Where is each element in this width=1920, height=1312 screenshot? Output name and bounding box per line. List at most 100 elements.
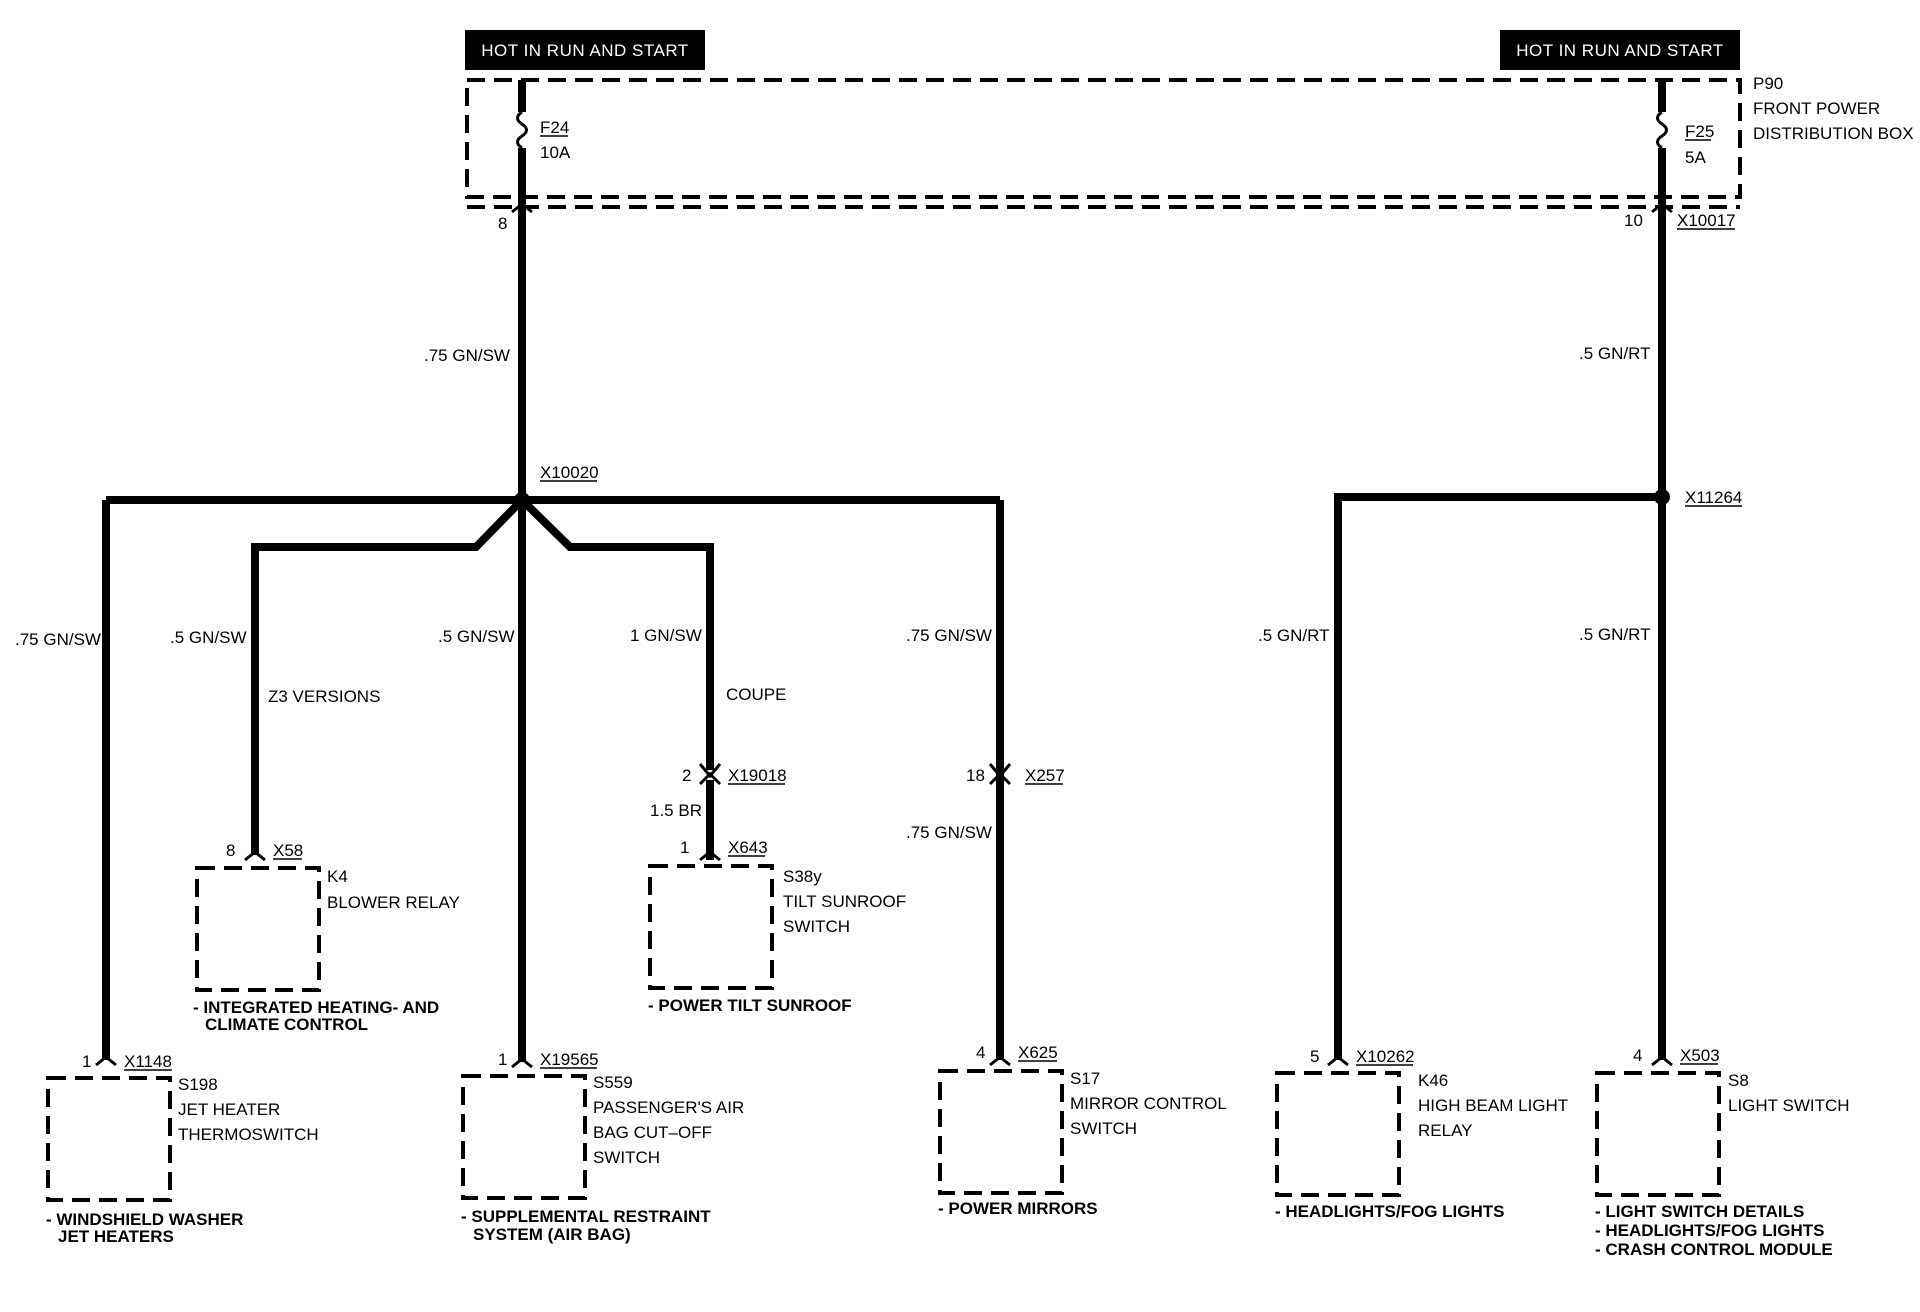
s8-name-1: LIGHT SWITCH [1728,1096,1850,1115]
s38y-wire2: 1.5 BR [650,801,702,820]
k46-id: K46 [1418,1071,1448,1090]
s38y-connector: X643 [728,838,768,857]
k4-id: K4 [327,867,348,886]
fuse-f25-id: F25 [1685,122,1714,141]
fuse-f24-symbol [516,110,528,150]
s559-name-3: SWITCH [593,1148,660,1167]
s38y-id: S38y [783,867,822,886]
fuse-f24: F24 10A [516,80,571,207]
distribution-box-name-1: FRONT POWER [1753,99,1880,118]
banner-right-text: HOT IN RUN AND START [1516,41,1723,60]
branch-blower-wire [251,497,525,855]
s8-ref-1: - LIGHT SWITCH DETAILS [1595,1202,1804,1221]
component-k46-high-beam-relay: 5 X10262 K46 HIGH BEAM LIGHT RELAY - HEA… [1275,1047,1568,1221]
banner-left: HOT IN RUN AND START [465,30,705,70]
s559-ref-2: SYSTEM (AIR BAG) [473,1225,631,1244]
k46-name-1: HIGH BEAM LIGHT [1418,1096,1568,1115]
x257-pin: 18 [966,766,985,785]
branch-airbag-wire-label: .5 GN/SW [438,627,515,646]
banner-left-bg [465,30,705,70]
branch-highbeam-wire-label: .5 GN/RT [1258,626,1329,645]
fuse-f25: F25 5A [1656,80,1714,207]
component-s559-airbag-cutoff-switch: 1 X19565 S559 PASSENGER'S AIR BAG CUT–OF… [461,1050,744,1244]
branch-lightswitch-wire-label: .5 GN/RT [1579,625,1650,644]
k46-outline [1275,1071,1401,1197]
splice-x10020-label: X10020 [540,463,599,482]
right-feed-connector: X10017 [1677,211,1736,230]
s38y-pin: 1 [680,838,689,857]
k46-ref-1: - HEADLIGHTS/FOG LIGHTS [1275,1202,1505,1221]
banner-left-text: HOT IN RUN AND START [481,41,688,60]
s198-connector: X1148 [124,1052,172,1071]
branch-blower-wire-label: .5 GN/SW [170,628,247,647]
s559-ref-1: - SUPPLEMENTAL RESTRAINT [461,1207,711,1226]
k4-outline [195,866,321,992]
k4-ref-1: - INTEGRATED HEATING- AND [193,998,439,1017]
fuse-f25-rating: 5A [1685,148,1706,167]
k46-connector: X10262 [1356,1047,1415,1066]
k46-name-2: RELAY [1418,1121,1473,1140]
s38y-name-1: TILT SUNROOF [783,892,906,911]
s17-outline [938,1069,1064,1195]
component-s8-light-switch: 4 X503 S8 LIGHT SWITCH - LIGHT SWITCH DE… [1595,1046,1850,1259]
component-s38y-sunroof-switch: 2 X19018 1.5 BR 1 X643 S38y TILT SUNROOF… [648,763,906,1015]
component-k4-blower-relay: 8 X58 K4 BLOWER RELAY - INTEGRATED HEATI… [193,841,460,1034]
s198-name-2: THERMOSWITCH [178,1125,319,1144]
branch-sunroof-wire-label: 1 GN/SW [630,626,702,645]
mirror-wire2: .75 GN/SW [906,823,992,842]
s559-name-1: PASSENGER'S AIR [593,1098,744,1117]
branch-sunroof-wire [519,497,714,770]
branch-mirror-wire-label: .75 GN/SW [906,626,992,645]
distribution-box-id: P90 [1753,74,1783,93]
fuse-f25-symbol [1656,110,1668,150]
s38y-ref-1: - POWER TILT SUNROOF [648,996,852,1015]
k4-connector: X58 [273,841,303,860]
s8-ref-2: - HEADLIGHTS/FOG LIGHTS [1595,1221,1825,1240]
splice-x11264-label: X11264 [1685,488,1742,507]
branch-highbeam-wire [1334,493,1662,1060]
branch-sunroof-note: COUPE [726,685,786,704]
s198-ref-1: - WINDSHIELD WASHER [46,1210,243,1229]
s8-connector: X503 [1680,1046,1720,1065]
left-feed-wire [511,202,533,500]
k4-ref-2: CLIMATE CONTROL [205,1015,368,1034]
s38y-inline-connector: X19018 [728,766,787,785]
s8-id: S8 [1728,1071,1749,1090]
k4-pin: 8 [226,841,235,860]
component-s198-jet-heater-thermoswitch: 1 X1148 S198 JET HEATER THERMOSWITCH - W… [46,1052,319,1246]
branch-blower-note: Z3 VERSIONS [268,687,380,706]
x257-connector: X257 [1025,766,1065,785]
right-feed-wire [1651,202,1673,1060]
s38y-name-2: SWITCH [783,917,850,936]
s8-ref-3: - CRASH CONTROL MODULE [1595,1240,1833,1259]
s17-id: S17 [1070,1069,1100,1088]
fuse-f24-id: F24 [540,118,569,137]
distribution-box-outline [465,78,1742,199]
s559-name-2: BAG CUT–OFF [593,1123,712,1142]
distribution-box-name-2: DISTRIBUTION BOX [1753,124,1914,143]
branch-jet-heater-wire-label: .75 GN/SW [15,630,101,649]
splice-x11264: X11264 [1654,488,1742,507]
s198-pin: 1 [82,1052,91,1071]
s559-pin: 1 [498,1050,507,1069]
s559-id: S559 [593,1073,633,1092]
s198-id: S198 [178,1075,218,1094]
s38y-outline [648,864,774,990]
s17-name-2: SWITCH [1070,1119,1137,1138]
s559-connector: X19565 [540,1050,599,1069]
s8-pin: 4 [1633,1046,1642,1065]
s17-connector: X625 [1018,1043,1058,1062]
banner-right-bg [1500,30,1740,70]
s559-outline [461,1074,587,1200]
s198-name-1: JET HEATER [178,1100,280,1119]
right-feed-wire-label: .5 GN/RT [1579,344,1650,363]
connector-x257: 18 X257 .75 GN/SW [906,763,1065,842]
component-s17-mirror-control-switch: 4 X625 S17 MIRROR CONTROL SWITCH - POWER… [938,1043,1227,1218]
left-feed-pin: 8 [498,214,507,233]
s8-outline [1595,1071,1721,1197]
s198-ref-2: JET HEATERS [58,1227,174,1246]
banner-right: HOT IN RUN AND START [1500,30,1740,70]
right-feed-pin: 10 [1624,211,1643,230]
s17-ref-1: - POWER MIRRORS [938,1199,1098,1218]
